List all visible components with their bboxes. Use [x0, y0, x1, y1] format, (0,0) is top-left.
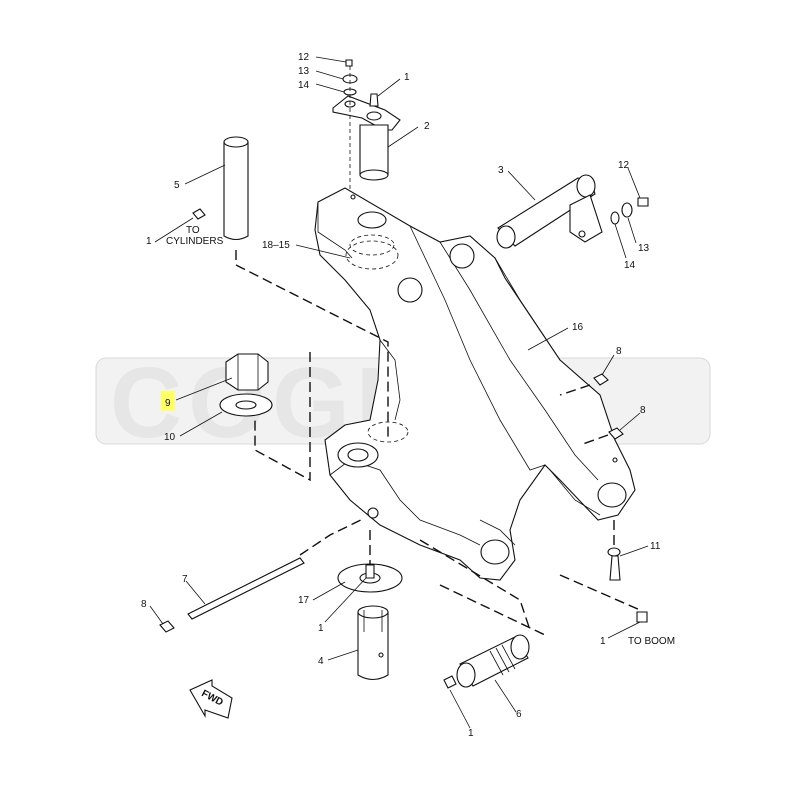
top-pin-assembly	[332, 59, 401, 190]
callout-4: 4	[318, 656, 324, 667]
callout-10: 10	[164, 432, 176, 443]
callout-9: 9	[165, 398, 171, 409]
callout-3: 3	[498, 165, 504, 176]
callout-1-top: 1	[404, 72, 410, 83]
callout-16: 16	[572, 322, 584, 333]
callout-5: 5	[174, 180, 180, 191]
callout-7: 7	[182, 574, 188, 585]
callout-11: 11	[650, 541, 661, 552]
callout-1-bottom: 1	[468, 728, 474, 739]
callout-13-top: 13	[298, 66, 310, 77]
callout-9-highlight	[161, 391, 175, 411]
callout-8-lower: 8	[640, 405, 646, 416]
fwd-arrow: FWD	[189, 679, 233, 719]
pin-4-assembly	[337, 563, 403, 681]
callout-8-upper: 8	[616, 346, 622, 357]
callout-labels: 12 13 14 1 2 3 12 13 14 5 1 TO CYLINDERS…	[141, 52, 675, 739]
leader-lines	[149, 56, 649, 729]
callout-2: 2	[424, 121, 430, 132]
callout-12-top: 12	[298, 52, 310, 63]
callout-13-right: 13	[638, 243, 650, 254]
callout-6: 6	[516, 709, 522, 720]
callout-1-boom: 1	[600, 636, 606, 647]
callout-1-cylinders: 1	[146, 236, 152, 247]
callout-1-center: 1	[318, 623, 324, 634]
callout-18-15: 18–15	[262, 240, 290, 251]
rod-7	[159, 557, 305, 633]
pin-5	[192, 136, 249, 241]
callout-17: 17	[298, 595, 310, 606]
assembly-lines	[235, 250, 641, 636]
callout-14-right: 14	[624, 260, 636, 271]
pin-3	[496, 174, 649, 249]
right-fasteners	[593, 373, 648, 623]
callout-12-right: 12	[618, 160, 630, 171]
to-boom-label: TO BOOM	[628, 636, 675, 647]
callout-14-top: 14	[298, 80, 310, 91]
to-cylinders-line1: TO	[186, 225, 200, 236]
nut-washer	[219, 353, 273, 417]
to-cylinders-line2: CYLINDERS	[166, 236, 224, 247]
pin-6	[443, 634, 530, 689]
swing-frame	[314, 187, 636, 581]
callout-8-left: 8	[141, 599, 147, 610]
